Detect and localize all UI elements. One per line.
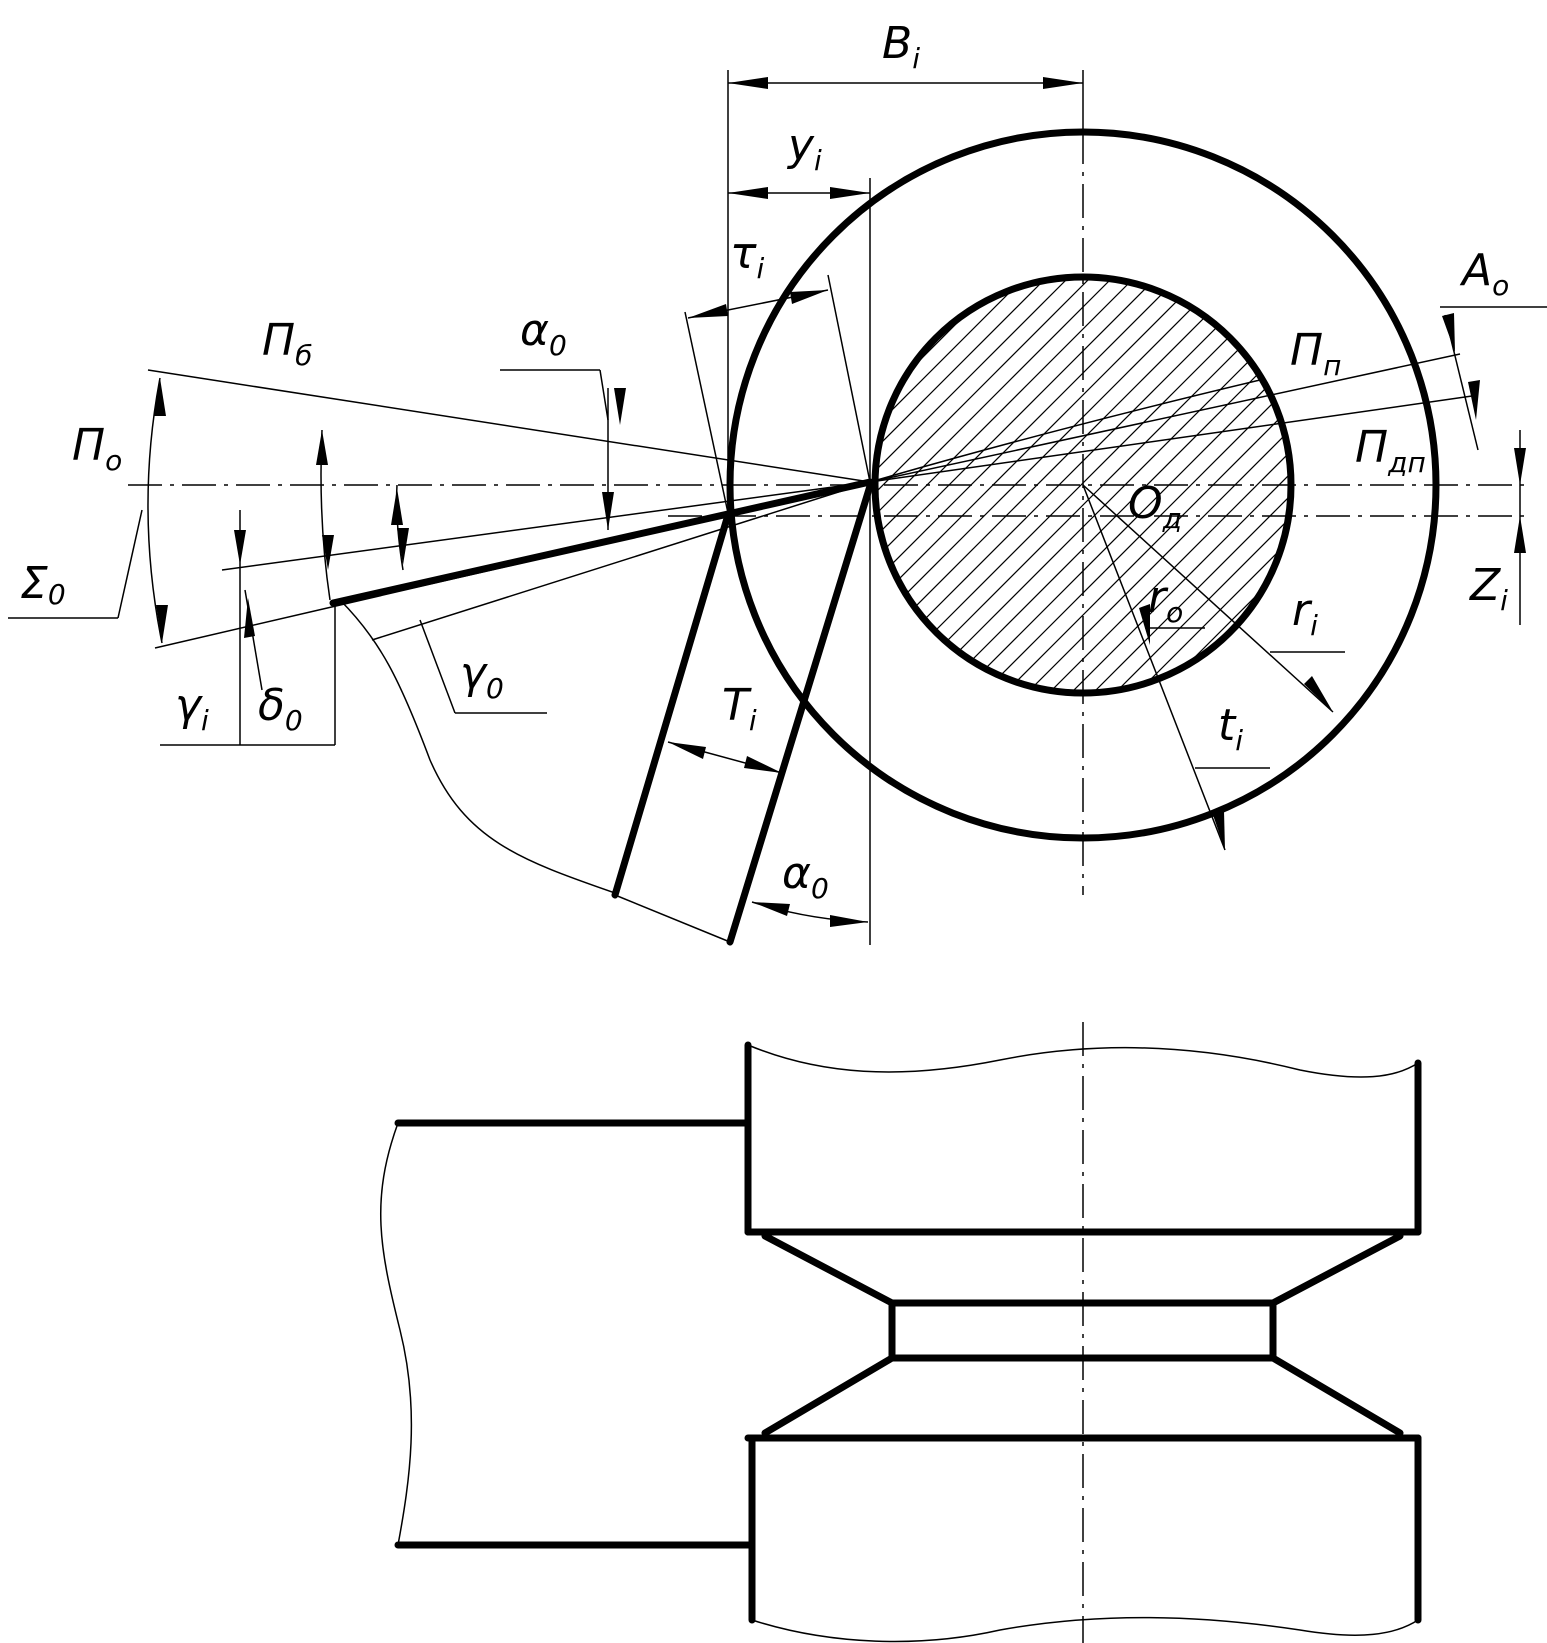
- hatch-line: [980, 277, 1291, 693]
- top-view: [8, 70, 1547, 946]
- gamma0-small-arrow-bottom: [322, 535, 334, 570]
- ro-radius-line: [1082, 484, 1226, 851]
- bottom-view: [380, 1022, 1422, 1643]
- hatch-line: [1112, 277, 1291, 693]
- label-ro: ro: [1148, 572, 1183, 629]
- upper-roller-break: [747, 1044, 1419, 1078]
- taui-extension-left: [684, 311, 729, 514]
- gamma0-small-arrow-top: [316, 430, 328, 465]
- sigma0-arrow-top: [154, 378, 166, 416]
- label-yi: yi: [786, 120, 822, 177]
- sigma0-arrow-bottom: [156, 605, 168, 643]
- groove-right-upper: [1269, 1232, 1404, 1307]
- label-ti-upper: Ti: [722, 680, 757, 737]
- label-po: Пo: [72, 420, 122, 477]
- hatch-line: [1046, 277, 1291, 693]
- zi-arrow-2: [1514, 516, 1526, 553]
- tool-bottom-edge: [614, 894, 731, 943]
- lower-roller-break: [751, 1616, 1419, 1643]
- ti-dim-arrow-1: [668, 742, 706, 759]
- tool-flank-left: [611, 511, 732, 899]
- hatch-line: [875, 277, 1050, 693]
- taui-arrow-left: [688, 304, 728, 318]
- hatch-line: [875, 277, 1094, 693]
- hatch-line: [875, 277, 1291, 693]
- zi-arrow-1: [1514, 448, 1526, 485]
- groove-neck: [888, 1299, 1277, 1362]
- hatch-line: [1090, 277, 1291, 693]
- outer-circle: [726, 128, 1440, 842]
- hatch-line: [875, 277, 1072, 693]
- label-gamma0: γ0: [460, 648, 504, 705]
- label-gammai: γi: [175, 680, 209, 737]
- gamma0-arrow-top: [391, 488, 403, 525]
- hatch-line: [875, 277, 1028, 693]
- label-alpha0-top: α0: [520, 305, 567, 362]
- shank-break: [380, 1122, 413, 1546]
- hatch-line: [875, 277, 1006, 693]
- inner-circle: [871, 273, 1295, 697]
- ti-arrow: [1213, 811, 1225, 850]
- alpha0-top-leader-2: [599, 369, 609, 421]
- taui-extension-right: [827, 274, 871, 483]
- label-sigma0: Σ0: [20, 558, 66, 611]
- plane-pn-line: [869, 353, 1461, 483]
- label-od: Oд: [1128, 478, 1182, 535]
- groove-left-upper: [761, 1232, 896, 1307]
- groove-left-lower: [761, 1354, 896, 1437]
- gamma0-leader: [419, 619, 456, 714]
- label-pn: Пп: [1290, 325, 1341, 382]
- yi-arrow-left: [728, 187, 768, 199]
- label-ri: ri: [1292, 585, 1318, 642]
- plane-gamma0-line: [371, 481, 871, 641]
- sigma0-arc: [147, 377, 163, 644]
- ri-arrow: [1304, 676, 1333, 712]
- alpha0-top-arrow-2: [602, 492, 614, 530]
- label-ti-lower: ti: [1218, 700, 1243, 757]
- hatch-line: [1156, 277, 1291, 693]
- yi-arrow-right: [830, 187, 870, 199]
- label-taui: τi: [730, 228, 765, 285]
- plane-sigma-line: [154, 481, 871, 649]
- alpha0-bottom-arrow-2: [830, 915, 868, 927]
- gamma0-arrow-bottom: [397, 528, 409, 565]
- delta0-arrow: [244, 598, 255, 638]
- label-bi: Bi: [882, 18, 920, 75]
- label-ao: Ao: [1459, 245, 1509, 302]
- ao-arrow-2: [1468, 380, 1480, 420]
- ro-arrow: [1139, 604, 1150, 645]
- tool-body-outline: [339, 599, 616, 894]
- taui-arrow-right: [790, 290, 828, 304]
- labels: Bi yi τi Ao Пб α0 Пп Пдп Пo Oд Σ0 Zi ro …: [20, 18, 1509, 905]
- tool-flank-right: [726, 482, 874, 946]
- ao-arrow-1: [1442, 313, 1455, 352]
- bi-arrow-left: [728, 77, 768, 89]
- ti-dim-arrow-2: [744, 756, 782, 773]
- sigma0-leader-1: [117, 509, 143, 619]
- hatch-line: [1134, 277, 1291, 693]
- plane-pdn-line: [869, 395, 1473, 483]
- ri-radius-line: [1082, 484, 1334, 713]
- label-alpha0-bottom: α0: [782, 848, 829, 905]
- alpha0-top-arrow-1: [614, 388, 626, 425]
- alpha0-bottom-arrow-1: [752, 902, 790, 916]
- plane-pb-line: [147, 369, 871, 483]
- label-zi: Zi: [1469, 560, 1508, 617]
- label-delta0: δ0: [258, 680, 303, 737]
- groove-right-lower: [1269, 1354, 1404, 1437]
- pn-arc-curve: [869, 379, 1261, 483]
- label-pb: Пб: [262, 315, 312, 372]
- label-pdn: Пдп: [1355, 422, 1426, 479]
- gammai-arrow: [234, 530, 246, 565]
- bi-arrow-right: [1043, 77, 1083, 89]
